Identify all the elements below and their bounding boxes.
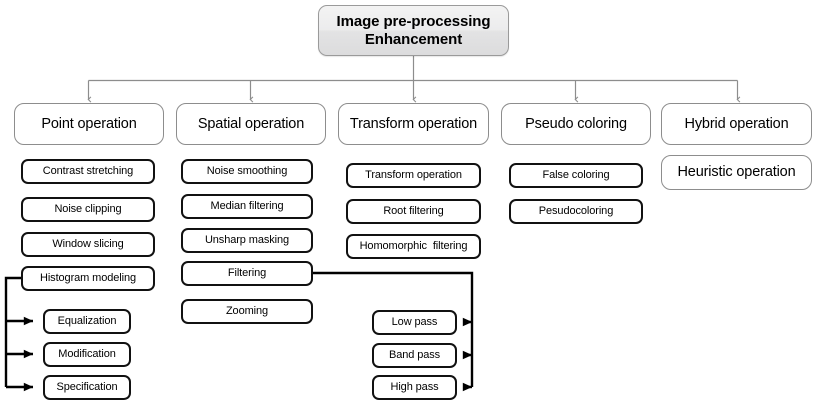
leaf-heuristic-operation-label: Heuristic operation (677, 164, 796, 181)
category-point-operation-label: Point operation (41, 115, 137, 132)
sub-high-pass[interactable]: High pass (372, 375, 457, 400)
sub-modification-label: Modification (58, 348, 116, 361)
root-node-line1: Image pre-processing (336, 13, 491, 31)
leaf-false-coloring-label: False coloring (542, 169, 610, 182)
leaf-contrast-stretching[interactable]: Contrast stretching (21, 159, 155, 184)
leaf-noise-clipping-label: Noise clipping (54, 203, 122, 216)
category-transform-operation[interactable]: Transform operation (338, 103, 489, 145)
leaf-filtering-label: Filtering (227, 267, 267, 280)
category-hybrid-operation-label: Hybrid operation (684, 115, 789, 132)
leaf-root-filtering[interactable]: Root filtering (346, 199, 481, 224)
leaf-median-filtering-label: Median filtering (210, 200, 284, 213)
leaf-histogram-modeling[interactable]: Histogram modeling (21, 266, 155, 291)
root-node-label: Image pre-processing Enhancement (337, 13, 491, 48)
sub-low-pass[interactable]: Low pass (372, 310, 457, 335)
sub-modification[interactable]: Modification (43, 342, 131, 367)
leaf-filtering[interactable]: Filtering (181, 261, 313, 286)
leaf-histogram-modeling-label: Histogram modeling (39, 272, 137, 285)
leaf-unsharp-masking[interactable]: Unsharp masking (181, 228, 313, 253)
leaf-window-slicing[interactable]: Window slicing (21, 232, 155, 257)
leaf-root-filtering-label: Root filtering (383, 205, 444, 218)
sub-band-pass-label: Band pass (388, 349, 441, 362)
leaf-pesudocoloring-label: Pesudocoloring (538, 205, 614, 218)
root-node-line2: Enhancement (364, 30, 463, 48)
category-hybrid-operation[interactable]: Hybrid operation (661, 103, 812, 145)
sub-equalization-label: Equalization (57, 315, 117, 328)
category-spatial-operation-label: Spatial operation (197, 115, 305, 132)
category-drop-arrows (87, 80, 741, 103)
leaf-noise-smoothing-label: Noise smoothing (206, 165, 288, 178)
sub-specification-label: Specification (56, 381, 118, 394)
leaf-false-coloring[interactable]: False coloring (509, 163, 643, 188)
sub-equalization[interactable]: Equalization (43, 309, 131, 334)
leaf-transform-operation[interactable]: Transform operation (346, 163, 481, 188)
category-pseudo-coloring-label: Pseudo coloring (525, 115, 627, 132)
category-point-operation[interactable]: Point operation (14, 103, 164, 145)
leaf-zooming[interactable]: Zooming (181, 299, 313, 324)
leaf-heuristic-operation[interactable]: Heuristic operation (661, 155, 812, 190)
leaf-noise-clipping[interactable]: Noise clipping (21, 197, 155, 222)
leaf-zooming-label: Zooming (225, 305, 269, 318)
leaf-noise-smoothing[interactable]: Noise smoothing (181, 159, 313, 184)
leaf-contrast-stretching-label: Contrast stretching (42, 165, 134, 178)
leaf-pesudocoloring[interactable]: Pesudocoloring (509, 199, 643, 224)
sub-high-pass-label: High pass (390, 381, 439, 394)
sub-band-pass[interactable]: Band pass (372, 343, 457, 368)
sub-specification[interactable]: Specification (43, 375, 131, 400)
leaf-window-slicing-label: Window slicing (52, 238, 124, 251)
category-spatial-operation[interactable]: Spatial operation (176, 103, 326, 145)
category-transform-operation-label: Transform operation (349, 115, 478, 132)
category-pseudo-coloring[interactable]: Pseudo coloring (501, 103, 651, 145)
leaf-homomorphic-filtering-label: Homomorphic filtering (359, 240, 468, 253)
leaf-median-filtering[interactable]: Median filtering (181, 194, 313, 219)
root-connector (88, 56, 738, 82)
root-node: Image pre-processing Enhancement (318, 5, 509, 56)
leaf-unsharp-masking-label: Unsharp masking (204, 234, 290, 247)
leaf-transform-operation-label: Transform operation (365, 169, 462, 182)
histogram-modeling-branch (4, 276, 34, 392)
sub-low-pass-label: Low pass (391, 316, 438, 329)
leaf-homomorphic-filtering[interactable]: Homomorphic filtering (346, 234, 481, 259)
